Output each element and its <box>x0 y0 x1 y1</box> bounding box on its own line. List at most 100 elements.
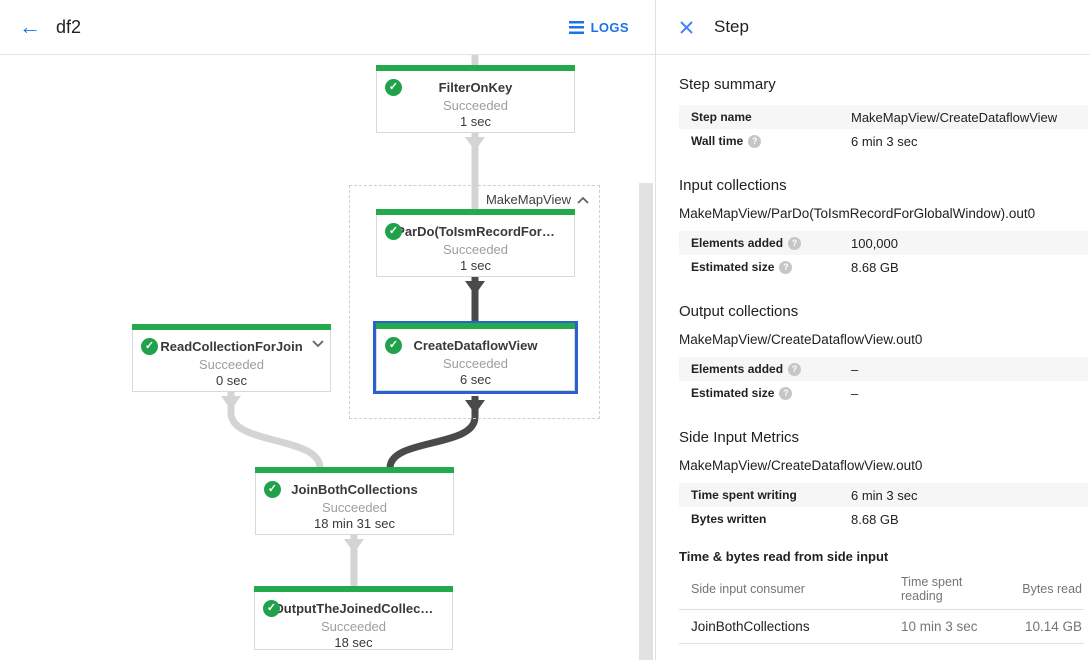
kv-row-estimated-size: Estimated size ? – <box>679 381 1088 405</box>
cell-time-spent-reading: 10 min 3 sec <box>889 609 1007 644</box>
list-icon <box>568 20 584 34</box>
side-input-collection-name: MakeMapView/CreateDataflowView.out0 <box>679 458 923 473</box>
node-status: Succeeded <box>321 500 388 515</box>
kv-label: Bytes written <box>691 512 767 526</box>
help-icon[interactable]: ? <box>748 134 762 148</box>
kv-label: Estimated size <box>691 386 775 400</box>
kv-label: Estimated size <box>691 260 775 274</box>
node-status: Succeeded <box>442 98 509 113</box>
logs-button-label: LOGS <box>590 19 629 35</box>
node-status: Succeeded <box>320 619 387 634</box>
step-node-createdataflowview[interactable]: ✓ CreateDataflowView Succeeded 6 sec <box>376 323 575 391</box>
node-title: CreateDataflowView <box>413 338 538 353</box>
status-bar <box>376 65 575 71</box>
job-title: df2 <box>56 16 82 37</box>
table-header-row: Side input consumer Time spent reading B… <box>679 571 1084 610</box>
back-button[interactable]: ← <box>14 11 46 43</box>
kv-row-bytes-written: Bytes written 8.68 GB <box>679 507 1088 531</box>
node-status: Succeeded <box>442 356 509 371</box>
kv-row-elements-added: Elements added ? – <box>679 357 1088 381</box>
success-check-icon: ✓ <box>141 338 158 355</box>
step-node-joinbothcollections[interactable]: ✓ JoinBothCollections Succeeded 18 min 3… <box>255 467 454 535</box>
help-icon[interactable]: ? <box>779 386 793 400</box>
input-collection-name: MakeMapView/ParDo(ToIsmRecordForGlobalWi… <box>679 206 1036 221</box>
kv-value: – <box>851 385 859 401</box>
step-details-panel: Step Step summary Step name MakeMapView/… <box>655 0 1090 660</box>
panel-header: Step <box>656 0 1090 55</box>
node-time: 18 sec <box>334 635 373 650</box>
graph-edges <box>221 55 485 587</box>
section-heading-side-input-metrics: Side Input Metrics <box>679 429 800 446</box>
help-icon[interactable]: ? <box>779 260 793 274</box>
step-node-pardo-toismrecord[interactable]: ✓ ParDo(ToIsmRecordFor… Succeeded 1 sec <box>376 209 575 277</box>
kv-value: MakeMapView/CreateDataflowView <box>851 109 1058 125</box>
node-time: 6 sec <box>459 372 492 387</box>
col-header-side-input-consumer: Side input consumer <box>679 571 889 610</box>
side-input-table: Side input consumer Time spent reading B… <box>679 571 1084 644</box>
status-bar <box>254 586 453 592</box>
kv-row-estimated-size: Estimated size ? 8.68 GB <box>679 255 1088 279</box>
success-check-icon: ✓ <box>385 79 402 96</box>
kv-row-step-name: Step name MakeMapView/CreateDataflowView <box>679 105 1088 129</box>
node-title: ReadCollectionForJoin <box>160 339 303 354</box>
node-title: ParDo(ToIsmRecordFor… <box>396 224 555 239</box>
kv-value: 6 min 3 sec <box>851 133 918 149</box>
status-bar <box>132 324 331 330</box>
node-title: JoinBothCollections <box>291 482 418 497</box>
panel-title: Step <box>714 17 749 36</box>
table-row: JoinBothCollections 10 min 3 sec 10.14 G… <box>679 609 1084 644</box>
section-heading-step-summary: Step summary <box>679 76 776 93</box>
kv-label: Step name <box>691 110 752 124</box>
chevron-up-icon <box>577 196 589 204</box>
node-time: 18 min 31 sec <box>314 516 395 531</box>
cell-side-input-consumer: JoinBothCollections <box>679 609 889 644</box>
kv-value: 100,000 <box>851 235 898 251</box>
success-check-icon: ✓ <box>385 223 402 240</box>
node-time: 1 sec <box>459 114 492 129</box>
node-time: 0 sec <box>215 373 248 388</box>
kv-row-wall-time: Wall time ? 6 min 3 sec <box>679 129 1088 153</box>
status-bar <box>376 323 575 329</box>
group-label: MakeMapView <box>485 192 571 207</box>
node-status: Succeeded <box>198 357 265 372</box>
col-header-bytes-read: Bytes read <box>1007 571 1084 610</box>
side-input-table-heading: Time & bytes read from side input <box>679 549 889 564</box>
kv-label: Time spent writing <box>691 488 797 502</box>
kv-label: Wall time <box>691 134 744 148</box>
section-heading-input-collections: Input collections <box>679 177 787 194</box>
node-title: OutputTheJoinedCollec… <box>273 601 434 616</box>
close-panel-button[interactable] <box>674 15 698 39</box>
success-check-icon: ✓ <box>264 481 281 498</box>
kv-value: – <box>851 361 859 377</box>
output-collection-name: MakeMapView/CreateDataflowView.out0 <box>679 332 923 347</box>
step-node-outputthejoined[interactable]: ✓ OutputTheJoinedCollec… Succeeded 18 se… <box>254 586 453 650</box>
success-check-icon: ✓ <box>385 337 402 354</box>
back-arrow-icon: ← <box>19 14 41 39</box>
dataflow-graph-canvas[interactable]: MakeMapView ✓ FilterOnKey Succeeded 1 se… <box>0 55 655 660</box>
kv-row-elements-added: Elements added ? 100,000 <box>679 231 1088 255</box>
kv-value: 8.68 GB <box>851 259 899 275</box>
col-header-time-spent-reading: Time spent reading <box>889 571 1007 610</box>
status-bar <box>376 209 575 215</box>
kv-value: 6 min 3 sec <box>851 487 918 503</box>
graph-scrollbar-thumb[interactable] <box>639 183 653 660</box>
kv-row-time-spent-writing: Time spent writing 6 min 3 sec <box>679 483 1088 507</box>
step-node-filteronkey[interactable]: ✓ FilterOnKey Succeeded 1 sec <box>376 65 575 133</box>
group-collapse-toggle[interactable]: MakeMapView <box>486 192 589 207</box>
help-icon[interactable]: ? <box>788 362 802 376</box>
close-icon <box>679 20 693 34</box>
chevron-down-icon[interactable] <box>312 340 324 348</box>
kv-label: Elements added <box>691 362 784 376</box>
top-bar: ← df2 LOGS <box>0 0 655 55</box>
node-time: 1 sec <box>459 258 492 273</box>
logs-button[interactable]: LOGS <box>568 19 629 35</box>
success-check-icon: ✓ <box>263 600 280 617</box>
status-bar <box>255 467 454 473</box>
step-node-readcollectionforjoin[interactable]: ✓ ReadCollectionForJoin Succeeded 0 sec <box>132 324 331 392</box>
kv-label: Elements added <box>691 236 784 250</box>
section-heading-output-collections: Output collections <box>679 303 799 320</box>
cell-bytes-read: 10.14 GB <box>1007 609 1084 644</box>
kv-value: 8.68 GB <box>851 511 899 527</box>
help-icon[interactable]: ? <box>788 236 802 250</box>
node-title: FilterOnKey <box>438 80 513 95</box>
